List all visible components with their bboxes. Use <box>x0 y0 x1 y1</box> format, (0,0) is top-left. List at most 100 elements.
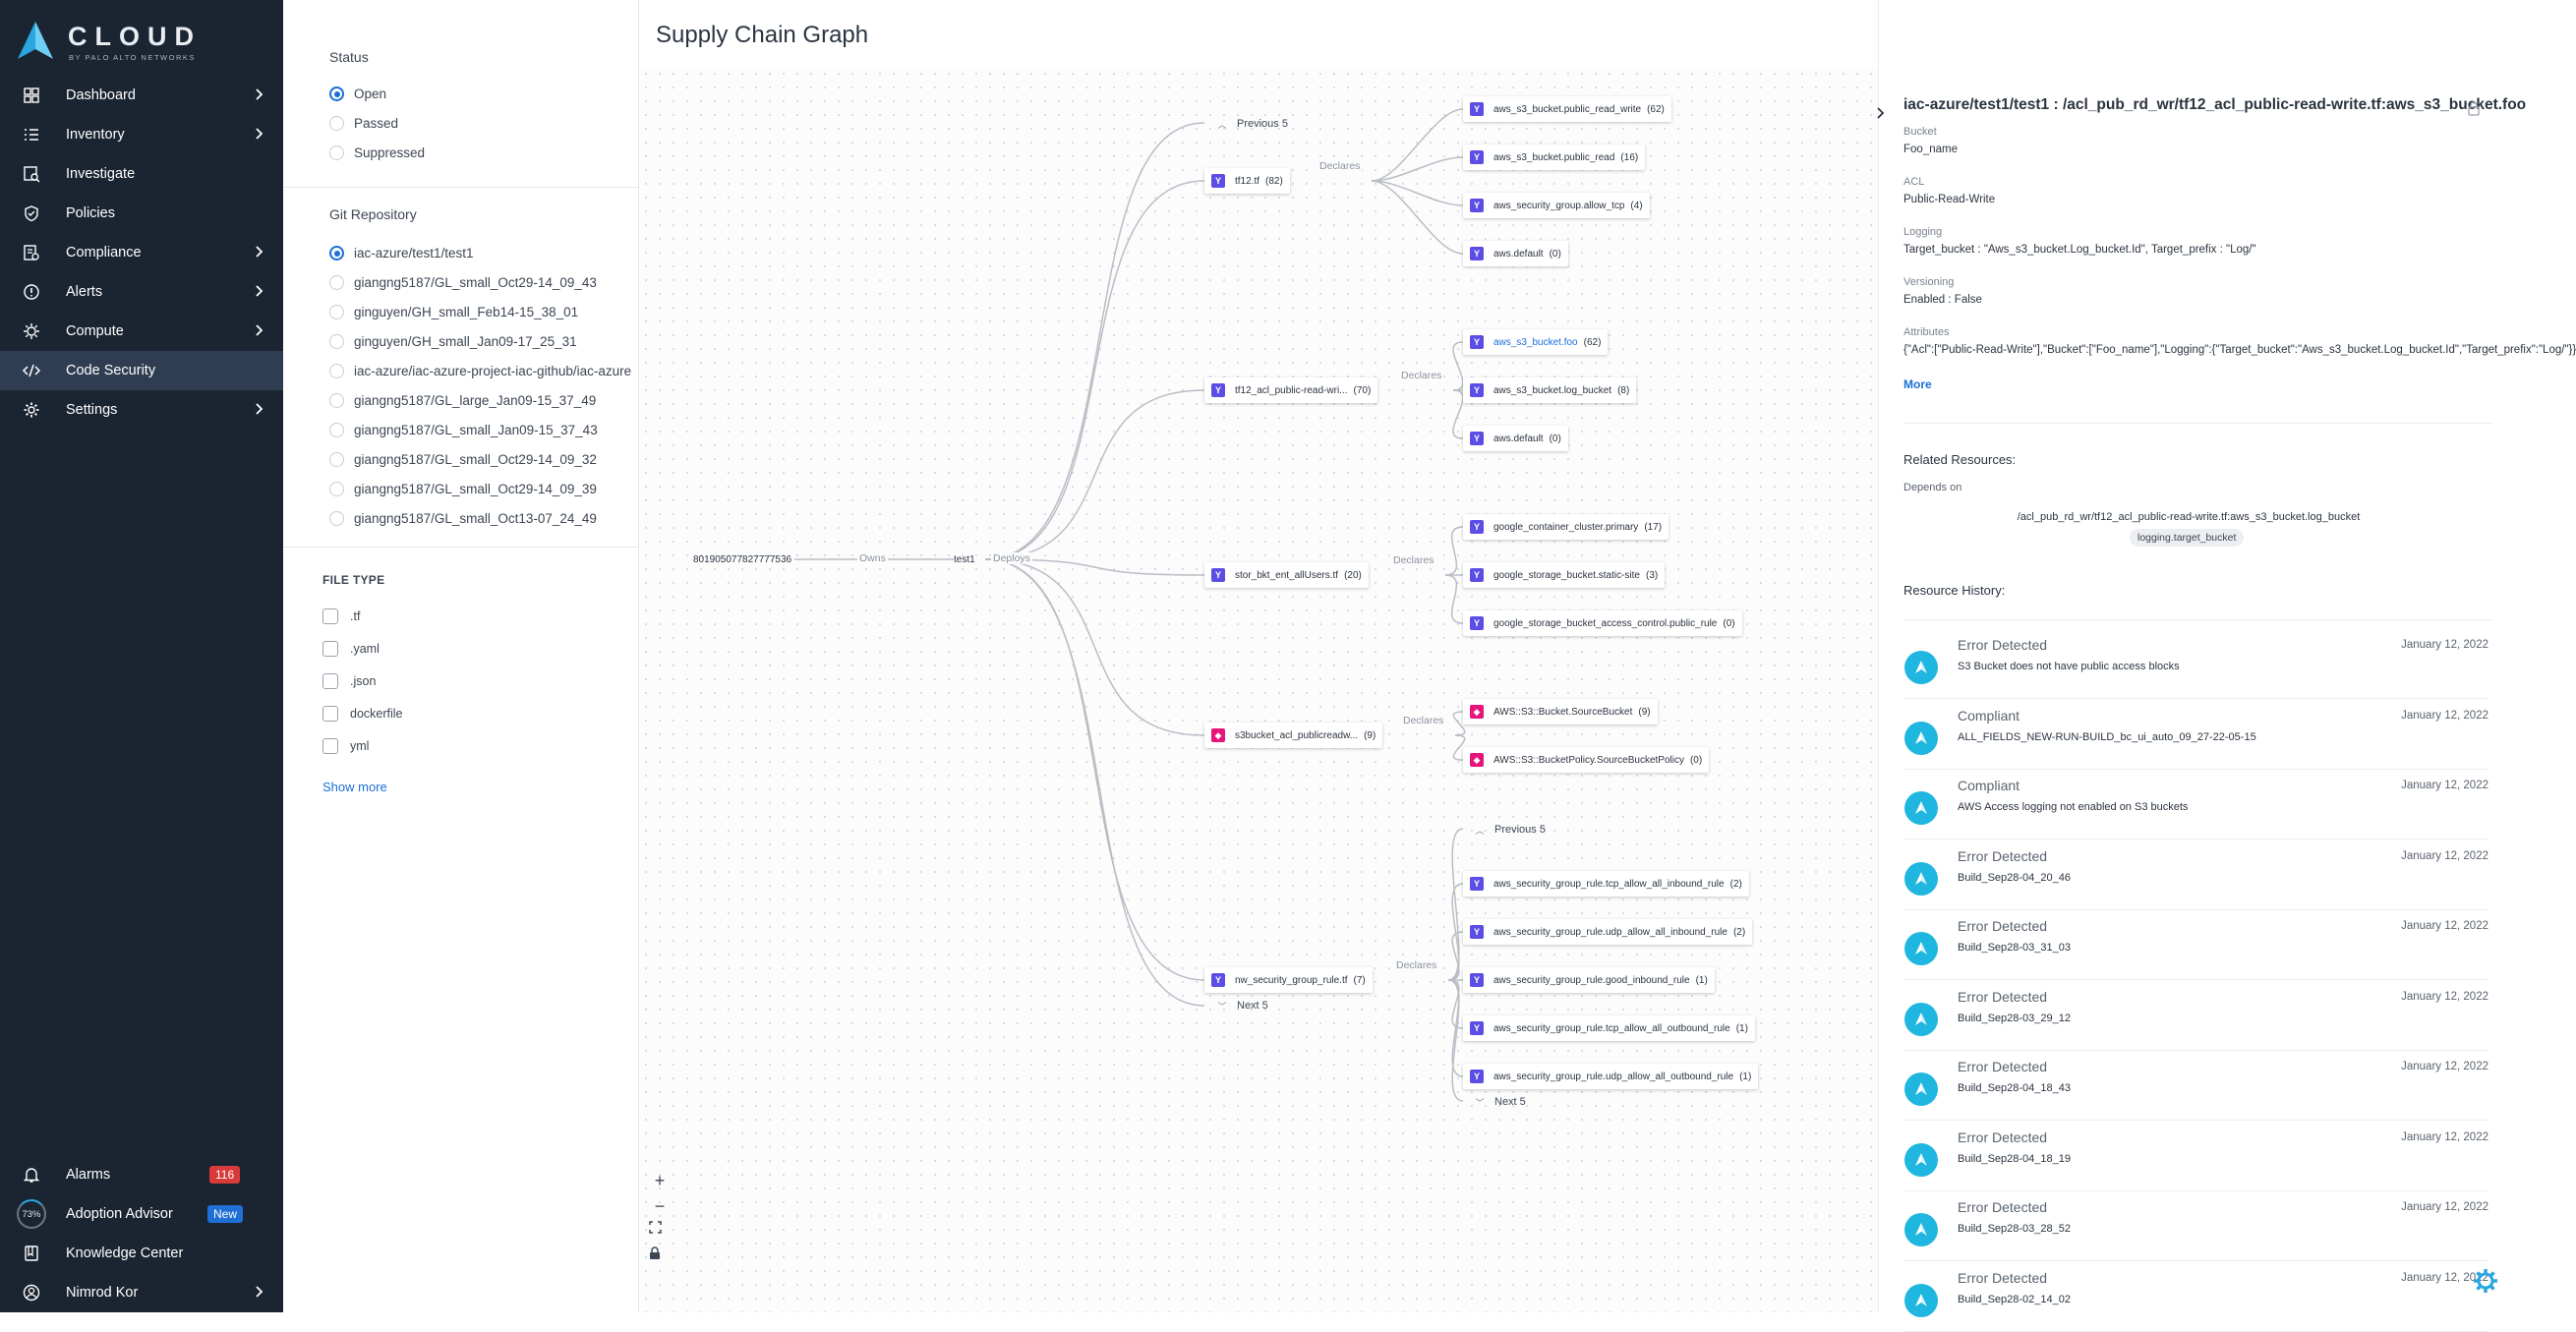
resource-node[interactable]: ◆AWS::S3::BucketPolicy.SourceBucketPolic… <box>1463 747 1710 773</box>
status-option-open[interactable]: Open <box>329 87 386 101</box>
radio-button[interactable] <box>329 305 344 319</box>
radio-button[interactable] <box>329 452 344 467</box>
sidebar-item-investigate[interactable]: Investigate <box>0 154 283 194</box>
nav-knowledge-center[interactable]: Knowledge Center <box>0 1234 283 1273</box>
sidebar-item-inventory[interactable]: Inventory <box>0 115 283 154</box>
file-type-option[interactable]: .json <box>322 673 376 689</box>
collapse-details-chevron-icon[interactable] <box>1876 106 1886 120</box>
checkbox[interactable] <box>322 641 338 657</box>
git-repo-option[interactable]: giangng5187/GL_small_Jan09-15_37_43 <box>329 423 639 437</box>
previous-5-files-button[interactable]: ︿Previous 5 <box>1215 117 1288 131</box>
sidebar-item-compliance[interactable]: Compliance <box>0 233 283 272</box>
next-5-files-button[interactable]: ﹀Next 5 <box>1215 999 1267 1013</box>
checkbox[interactable] <box>322 738 338 754</box>
sidebar-item-policies[interactable]: Policies <box>0 194 283 233</box>
graph-node-repo[interactable]: test1 <box>954 553 975 565</box>
nav-adoption-advisor[interactable]: 73% Adoption Advisor New <box>0 1194 283 1234</box>
git-repo-option[interactable]: giangng5187/GL_large_Jan09-15_37_49 <box>329 393 639 408</box>
git-repo-option[interactable]: ginguyen/GH_small_Feb14-15_38_01 <box>329 305 639 319</box>
sidebar-item-settings[interactable]: Settings <box>0 390 283 430</box>
status-option-suppressed[interactable]: Suppressed <box>329 145 425 160</box>
radio-button[interactable] <box>329 511 344 526</box>
radio-button[interactable] <box>329 116 344 131</box>
sidebar-item-code-security[interactable]: Code Security <box>0 351 283 390</box>
sidebar-item-alerts[interactable]: Alerts <box>0 272 283 312</box>
file-type-option[interactable]: dockerfile <box>322 706 403 722</box>
show-more-link[interactable]: Show more <box>322 780 387 794</box>
radio-button[interactable] <box>329 275 344 290</box>
sidebar-item-compute[interactable]: Compute <box>0 312 283 351</box>
settings-gear-icon[interactable] <box>2471 1266 2500 1296</box>
checkbox[interactable] <box>322 706 338 722</box>
sidebar-item-dashboard[interactable]: Dashboard <box>0 76 283 115</box>
radio-button[interactable] <box>329 87 344 101</box>
git-repo-option[interactable]: giangng5187/GL_small_Oct13-07_24_49 <box>329 511 639 526</box>
fit-view-button[interactable] <box>649 1221 671 1243</box>
checkbox[interactable] <box>322 608 338 624</box>
git-repo-option[interactable]: ginguyen/GH_small_Jan09-17_25_31 <box>329 334 639 349</box>
git-repo-option[interactable]: giangng5187/GL_small_Oct29-14_09_32 <box>329 452 639 467</box>
resource-node[interactable]: ◆AWS::S3::Bucket.SourceBucket(9) <box>1463 699 1658 724</box>
radio-button[interactable] <box>329 246 344 261</box>
nav-alarms[interactable]: Alarms 116 <box>0 1155 283 1194</box>
zoom-out-button[interactable]: − <box>654 1195 666 1216</box>
file-type-option[interactable]: yml <box>322 738 369 754</box>
nav-user-profile[interactable]: Nimrod Kor <box>0 1273 283 1312</box>
prisma-cloud-logo[interactable]: CLOUD BY PALO ALTO NETWORKS <box>14 20 269 65</box>
git-repo-option[interactable]: giangng5187/GL_small_Oct29-14_09_39 <box>329 482 639 496</box>
more-link[interactable]: More <box>1903 377 1932 391</box>
git-repo-option[interactable]: iac-azure/test1/test1 <box>329 246 639 261</box>
radio-button[interactable] <box>329 334 344 349</box>
next-5-resources-button[interactable]: ﹀Next 5 <box>1473 1095 1525 1109</box>
file-node[interactable]: ◆s3bucket_acl_publicreadw...(9) <box>1204 723 1383 748</box>
zoom-in-button[interactable]: + <box>654 1170 666 1190</box>
status-option-passed[interactable]: Passed <box>329 116 398 131</box>
previous-5-resources-button[interactable]: ︿Previous 5 <box>1473 823 1546 837</box>
git-repo-option[interactable]: giangng5187/GL_small_Oct29-14_09_43 <box>329 275 639 290</box>
file-type-option[interactable]: .yaml <box>322 641 380 657</box>
radio-button[interactable] <box>329 482 344 496</box>
graph-node-account[interactable]: 801905077827777536 <box>693 553 792 565</box>
depends-on-resource-link[interactable]: /acl_pub_rd_wr/tf12_acl_public-read-writ… <box>2017 511 2361 523</box>
lock-icon[interactable] <box>2467 100 2481 116</box>
checkbox[interactable] <box>322 673 338 689</box>
page-title: Supply Chain Graph <box>656 22 869 48</box>
radio-button[interactable] <box>329 145 344 160</box>
radio-button[interactable] <box>329 393 344 408</box>
radio-button[interactable] <box>329 364 344 378</box>
radio-button[interactable] <box>329 423 344 437</box>
file-type-option[interactable]: .tf <box>322 608 360 624</box>
lock-graph-button[interactable] <box>649 1246 671 1268</box>
git-repo-option[interactable]: iac-azure/iac-azure-project-iac-github/i… <box>329 364 639 378</box>
